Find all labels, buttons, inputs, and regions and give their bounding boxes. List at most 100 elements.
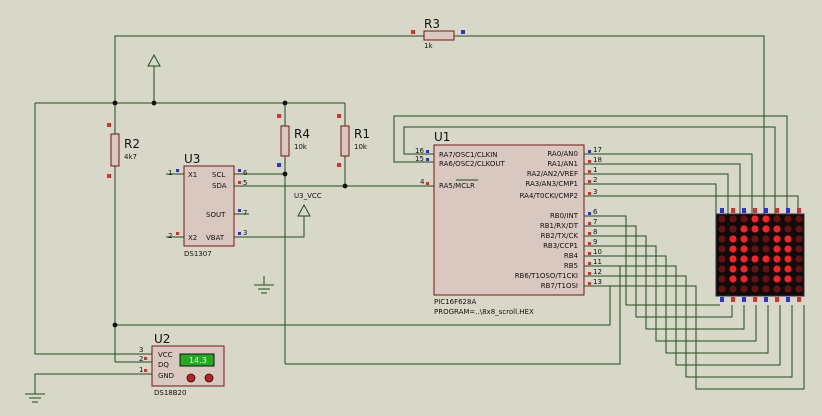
wire-left-vcc [34, 103, 138, 355]
u2-pin-dq: DQ [158, 361, 169, 369]
u1-rpin-4: RA4/T0CKI/CMP2 [520, 192, 578, 200]
led-pin-top [797, 208, 801, 213]
led-dot [729, 215, 737, 223]
led-dot [740, 255, 748, 263]
wire-rb3 [610, 245, 757, 342]
u1-rpin-2: RA2/AN2/VREF [527, 170, 578, 178]
led-dot [773, 215, 781, 223]
wire-ra4 [610, 195, 799, 214]
u1-lpin-1: RA6/OSC2/CLKOUT [439, 160, 505, 168]
r4-value: 10k [294, 143, 308, 151]
led-pin-top [775, 208, 779, 213]
u1-rnum-6: 7 [593, 218, 597, 226]
power-symbol [147, 53, 161, 72]
led-pin-top [731, 208, 735, 213]
u2-button-left[interactable] [186, 373, 196, 383]
u1-rnum-8: 9 [593, 238, 597, 246]
u1-rnum-5: 6 [593, 208, 598, 216]
u3-pin-2: 2 [168, 232, 172, 240]
u3-vcc-symbol [297, 203, 311, 217]
led-dot [773, 265, 781, 273]
u1-rnum-9: 10 [593, 248, 602, 256]
led-dot [740, 275, 748, 283]
resistor-r2[interactable]: R2 4k7 [107, 123, 140, 178]
u2-num-1: 1 [139, 366, 143, 374]
u1-rnum-4: 3 [593, 188, 597, 196]
u2-ref: U2 [154, 332, 170, 346]
chip-u3-ds1307[interactable]: U3 X1 X2 SCL SDA SOUT VBAT 1 2 6 5 7 3 D… [168, 152, 249, 258]
led-dot [773, 235, 781, 243]
chip-u1-pic16f628a[interactable]: U1 16 15 4 RA7/OSC1/CLKIN RA6/OSC2/CLKOU… [404, 130, 610, 316]
led-dot [718, 255, 726, 263]
led-dot [773, 225, 781, 233]
wire-rb7 [115, 286, 611, 326]
led-dot [773, 255, 781, 263]
led-dot [740, 265, 748, 273]
u1-pin-marker [588, 180, 591, 183]
junction-dot [282, 171, 288, 177]
led-dot [762, 265, 770, 273]
led-dot [784, 265, 792, 273]
wire-ra2 [610, 173, 729, 214]
led-dot [795, 255, 803, 263]
u3-pin-6: 6 [243, 169, 248, 177]
led-pin-bottom [775, 297, 779, 302]
led-dot [740, 245, 748, 253]
led-dot [795, 285, 803, 293]
u1-pin-marker [588, 252, 591, 255]
u1-pin-marker [588, 222, 591, 225]
junction-dot [151, 100, 157, 106]
led-dot [718, 235, 726, 243]
wire-r3-top [114, 35, 404, 103]
led-dot [740, 225, 748, 233]
wire-ra0 [610, 153, 753, 214]
u2-button-right[interactable] [204, 373, 214, 383]
led-matrix-bottom-pins [720, 297, 801, 302]
r1-value: 10k [354, 143, 368, 151]
u1-rpin-8: RB3/CCP1 [543, 242, 578, 250]
u1-pin-marker [588, 212, 591, 215]
led-dot [751, 245, 759, 253]
led-dot [751, 225, 759, 233]
u1-rnum-10: 11 [593, 258, 602, 266]
resistor-r4[interactable]: R4 10k [277, 114, 310, 167]
led-dot [762, 275, 770, 283]
junction-dot [282, 100, 288, 106]
junction-dot [342, 183, 348, 189]
led-dot [762, 225, 770, 233]
led-dot [729, 255, 737, 263]
u1-rnum-7: 8 [593, 228, 597, 236]
led-dot [729, 265, 737, 273]
u1-rpin-6: RB1/RX/DT [540, 222, 579, 230]
u3-part: DS1307 [184, 250, 212, 258]
wire-ra6 [393, 115, 788, 214]
resistor-r1[interactable]: R1 10k [337, 114, 370, 167]
u3-pin-x2: X2 [188, 234, 197, 242]
u1-pin-marker [588, 262, 591, 265]
led-pin-bottom [742, 297, 746, 302]
led-pin-top [764, 208, 768, 213]
u1-rpin-1: RA1/AN1 [547, 160, 578, 168]
led-dot [762, 245, 770, 253]
resistor-r3[interactable]: R3 1k [404, 17, 465, 50]
u1-lpin-2: RA5/MCLR [439, 182, 475, 190]
led-matrix-8x8[interactable] [715, 208, 805, 302]
led-pin-bottom [797, 297, 801, 302]
led-dot [718, 265, 726, 273]
led-dot [784, 255, 792, 263]
led-dot [751, 215, 759, 223]
led-dot [795, 245, 803, 253]
sensor-u2-ds18b20[interactable]: U2 14.3 VCC DQ GND 3 2 1 DS18B20 [138, 332, 225, 397]
wire-rb5 [610, 265, 781, 366]
u1-rnum-2: 1 [593, 166, 597, 174]
wire-rb6 [610, 275, 793, 378]
led-dot [718, 245, 726, 253]
led-pin-bottom [753, 297, 757, 302]
wire-rb1 [610, 225, 733, 318]
u1-lnum-16: 16 [415, 147, 424, 155]
junction-dot [112, 100, 118, 106]
u2-display-value: 14.3 [189, 356, 207, 365]
u1-pin-marker [588, 272, 591, 275]
u1-rpin-10: RB5 [564, 262, 578, 270]
